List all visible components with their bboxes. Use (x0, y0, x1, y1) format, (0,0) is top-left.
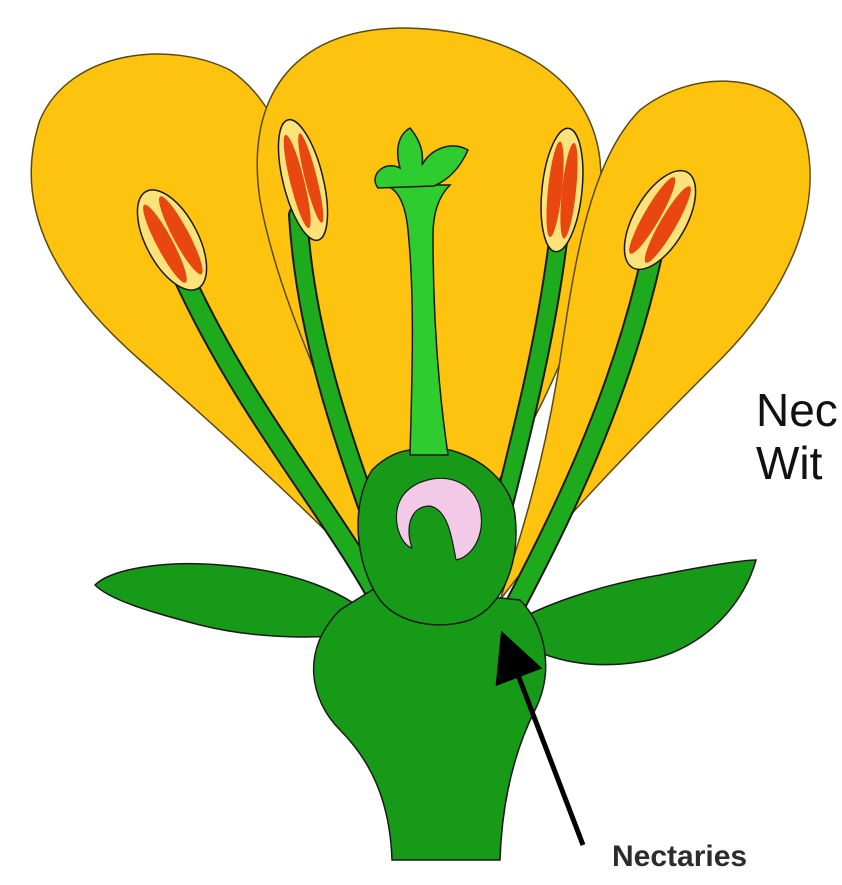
receptacle (314, 585, 546, 860)
cut-off-text-line-1: Nec (756, 384, 838, 436)
nectaries-label: Nectaries (612, 840, 747, 874)
cut-off-text-line-2: Wit (756, 437, 822, 489)
nectaries-arrow (510, 654, 583, 845)
ovary (358, 450, 516, 625)
